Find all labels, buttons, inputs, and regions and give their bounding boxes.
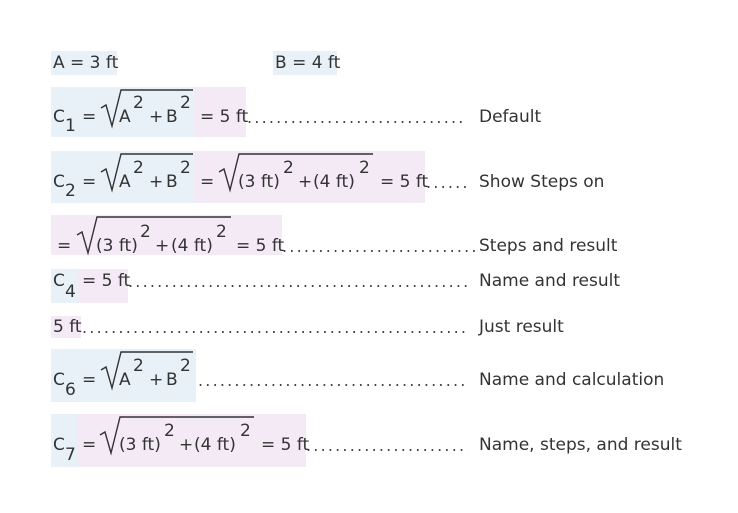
row7-4ft-exp: 2 <box>240 421 251 441</box>
row4-leader-dots: ........................................… <box>128 272 468 291</box>
row1-result: = 5 ft <box>200 107 249 127</box>
row1-eq: = <box>82 107 97 127</box>
row2-c: C <box>53 172 65 192</box>
row5-result: 5 ft <box>53 317 82 337</box>
row2-a-exp: 2 <box>133 158 144 178</box>
var-a-highlight <box>51 51 117 75</box>
row4-c: C <box>53 271 65 291</box>
row1-name-highlight <box>51 87 194 137</box>
row7-label: Name, steps, and result <box>479 435 682 455</box>
row2-4ft-exp: 2 <box>359 158 370 178</box>
radical-icon <box>76 216 231 256</box>
radical-icon <box>99 416 254 456</box>
var-a: A = 3 ft <box>53 53 119 73</box>
row1-b-exp: 2 <box>180 93 191 113</box>
row3-4ft: (4 ft) <box>171 236 213 256</box>
row4-name-highlight <box>51 269 78 303</box>
row6-b: B <box>166 370 178 390</box>
row4-label: Name and result <box>479 271 621 291</box>
row6-plus: + <box>149 370 164 390</box>
row3-label: Steps and result <box>479 236 618 256</box>
row1-leader-dots: ........................................… <box>247 108 467 127</box>
radical-icon <box>218 153 373 193</box>
row2-b-exp: 2 <box>180 158 191 178</box>
row1-result-highlight <box>194 87 246 137</box>
row1-plus: + <box>149 107 164 127</box>
radical-icon <box>100 89 193 129</box>
row2-a: A <box>119 172 131 192</box>
var-b: B = 4 ft <box>275 53 341 73</box>
row3-result: = 5 ft <box>236 236 285 256</box>
radical-icon <box>100 351 193 391</box>
row6-leader-dots: ........................................… <box>198 371 468 390</box>
row2-plus2: + <box>298 172 313 192</box>
row2-label: Show Steps on <box>479 172 605 192</box>
row6-label: Name and calculation <box>479 370 665 390</box>
row2-b: B <box>166 172 178 192</box>
row7-c: C <box>53 435 65 455</box>
row3-eq: = <box>57 236 72 256</box>
row2-3ft-exp: 2 <box>283 158 294 178</box>
row1-label: Default <box>479 107 542 127</box>
row1-b: B <box>166 107 178 127</box>
radical-icon <box>100 153 193 193</box>
row2-4ft: (4 ft) <box>313 172 355 192</box>
row3-3ft-exp: 2 <box>140 222 151 242</box>
row7-eq: = <box>82 435 97 455</box>
row6-c: C <box>53 370 65 390</box>
row2-name-highlight <box>51 151 194 203</box>
row7-subscript: 7 <box>65 445 76 465</box>
row6-a: A <box>119 370 131 390</box>
row6-eq: = <box>82 370 97 390</box>
row6-highlight <box>51 349 196 402</box>
row2-3ft: (3 ft) <box>238 172 280 192</box>
row6-a-exp: 2 <box>133 356 144 376</box>
row2-result: = 5 ft <box>380 172 429 192</box>
row3-4ft-exp: 2 <box>216 222 227 242</box>
row3-plus: + <box>155 236 170 256</box>
row2-subscript: 2 <box>65 181 76 201</box>
row6-subscript: 6 <box>65 380 76 400</box>
row7-3ft-exp: 2 <box>164 421 175 441</box>
row1-c: C <box>53 107 65 127</box>
row7-leader-dots: .................................. <box>306 436 468 455</box>
row7-plus: + <box>179 435 194 455</box>
row1-a-exp: 2 <box>133 93 144 113</box>
row2-steps-highlight <box>194 151 425 203</box>
row3-3ft: (3 ft) <box>96 236 138 256</box>
row2-eq: = <box>82 172 97 192</box>
row7-4ft: (4 ft) <box>194 435 236 455</box>
row4-result-highlight <box>78 269 128 303</box>
row7-name-highlight <box>51 414 77 467</box>
row4-result: = 5 ft <box>82 271 131 291</box>
row5-label: Just result <box>479 317 564 337</box>
row7-3ft: (3 ft) <box>119 435 161 455</box>
row5-highlight <box>51 316 81 338</box>
row3-leader-dots: ........................................… <box>282 237 476 256</box>
row7-result: = 5 ft <box>261 435 310 455</box>
var-b-highlight <box>273 51 337 75</box>
row1-subscript: 1 <box>65 116 76 136</box>
row5-leader-dots: ........................................… <box>82 318 468 337</box>
row2-plus: + <box>149 172 164 192</box>
row2-leader-dots: .......... <box>426 173 468 192</box>
row2-eq2: = <box>200 172 215 192</box>
row6-b-exp: 2 <box>180 356 191 376</box>
row4-subscript: 4 <box>65 282 76 302</box>
row1-a: A <box>119 107 131 127</box>
row7-steps-highlight <box>77 414 306 467</box>
